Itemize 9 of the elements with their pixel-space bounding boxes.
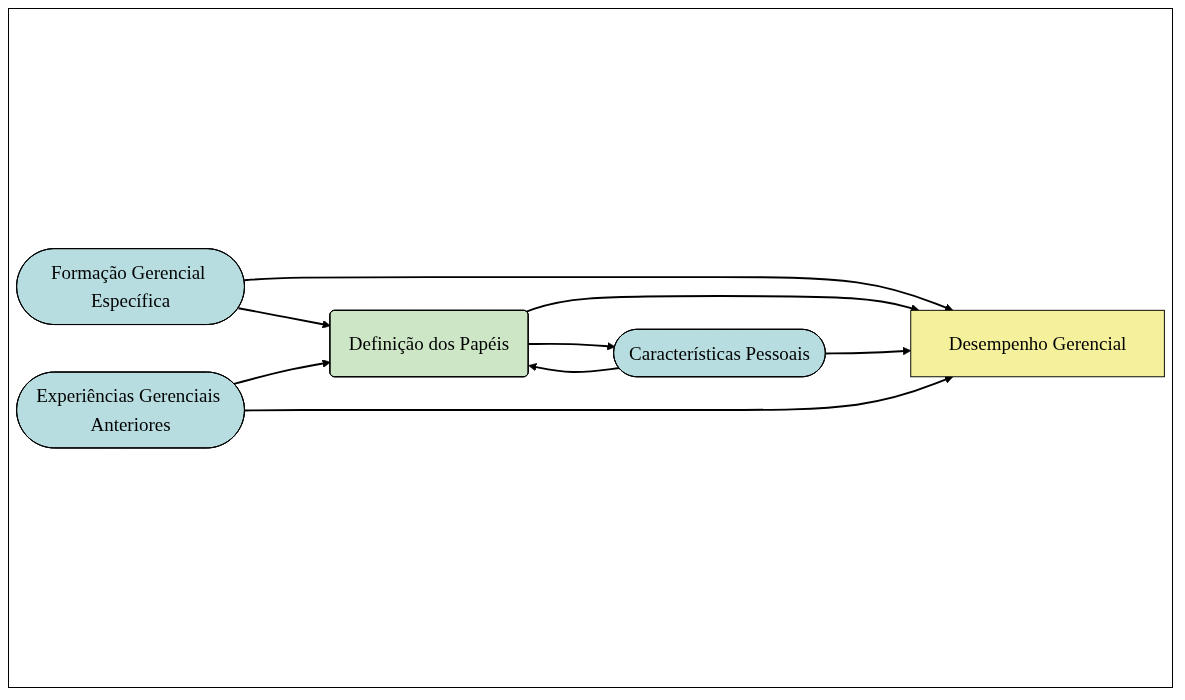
arrow [528,362,620,373]
node-box: Desempenho Gerencial [910,309,1165,377]
arrow [237,307,331,329]
arrow [525,294,920,313]
arrow [243,375,954,412]
arrow [824,346,912,355]
arrow [527,341,616,351]
arrow [233,359,331,385]
arrow [243,275,954,312]
